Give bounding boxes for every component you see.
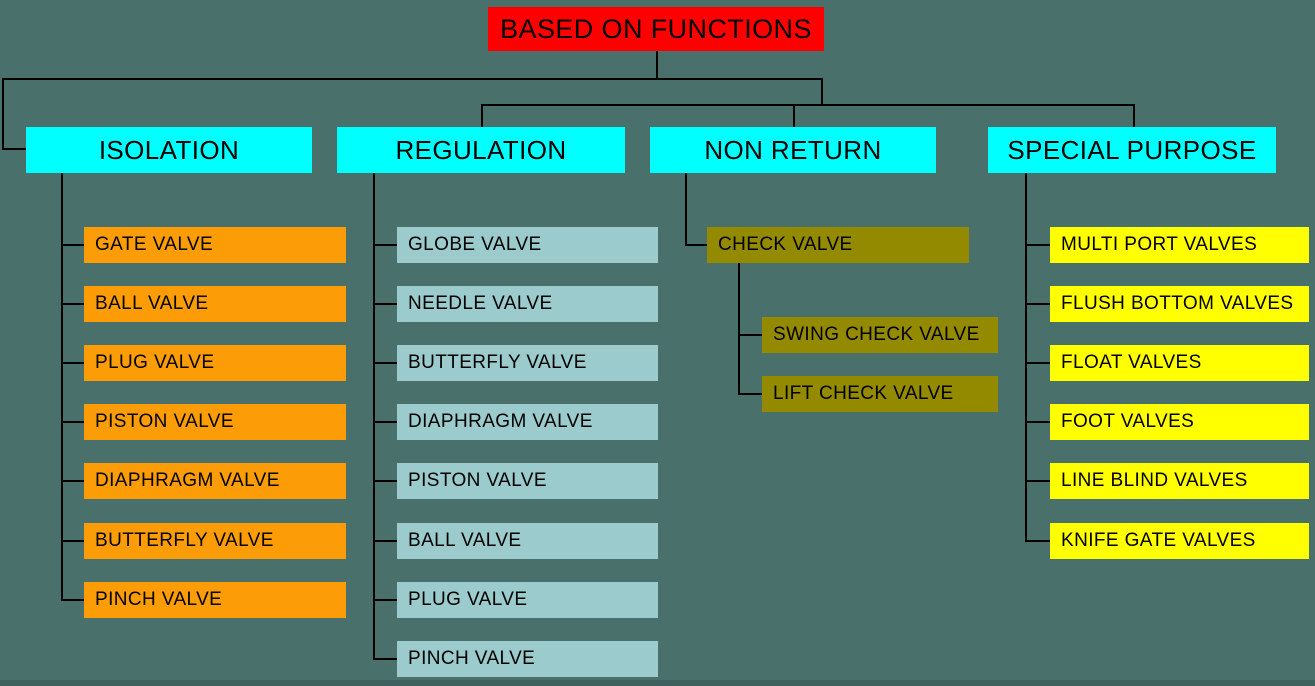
branch-isolation-6 xyxy=(61,540,84,542)
branch-isolation-5 xyxy=(61,480,84,482)
branch-regulation-8 xyxy=(373,658,397,660)
trunk-isolation xyxy=(61,173,63,601)
connector-upper-to-lower xyxy=(821,78,823,106)
branch-special-1 xyxy=(1025,244,1050,246)
leaf-isolation-gate-valve: GATE VALVE xyxy=(84,227,346,263)
leaf-isolation-plug-valve: PLUG VALVE xyxy=(84,345,346,381)
leaf-isolation-pinch-valve: PINCH VALVE xyxy=(84,582,346,618)
leaf-special-line-blind-valves: LINE BLIND VALVES xyxy=(1050,463,1309,499)
category-header-regulation: REGULATION xyxy=(337,127,625,173)
leaf-special-knife-gate-valves: KNIFE GATE VALVES xyxy=(1050,523,1309,559)
leaf-isolation-butterfly-valve: BUTTERFLY VALVE xyxy=(84,523,346,559)
leaf-regulation-butterfly-valve: BUTTERFLY VALVE xyxy=(397,345,658,381)
leaf-regulation-plug-valve: PLUG VALVE xyxy=(397,582,658,618)
branch-regulation-1 xyxy=(373,244,397,246)
connector-elbow-isolation xyxy=(2,148,28,150)
connector-root-stem xyxy=(656,51,658,79)
branch-regulation-4 xyxy=(373,421,397,423)
leaf-lift-check-valve: LIFT CHECK VALVE xyxy=(762,376,998,412)
leaf-regulation-diaphragm-valve: DIAPHRAGM VALVE xyxy=(397,404,658,440)
connector-drop-isolation xyxy=(2,78,4,150)
connector-lower-bar xyxy=(481,104,1135,106)
connector-drop-regulation xyxy=(481,104,483,129)
branch-regulation-3 xyxy=(373,362,397,364)
branch-special-4 xyxy=(1025,421,1050,423)
trunk-regulation xyxy=(373,173,375,660)
connector-upper-bar xyxy=(2,78,823,80)
leaf-special-flush-bottom-valves: FLUSH BOTTOM VALVES xyxy=(1050,286,1309,322)
branch-regulation-7 xyxy=(373,599,397,601)
branch-special-6 xyxy=(1025,540,1050,542)
trunk-special-purpose xyxy=(1025,173,1027,542)
branch-special-3 xyxy=(1025,362,1050,364)
category-header-special-purpose: SPECIAL PURPOSE xyxy=(988,127,1276,173)
branch-isolation-7 xyxy=(61,599,84,601)
trunk-non-return xyxy=(685,173,687,245)
branch-special-5 xyxy=(1025,480,1050,482)
leaf-non-return-check-valve: CHECK VALVE xyxy=(707,227,969,263)
leaf-regulation-pinch-valve: PINCH VALVE xyxy=(397,641,658,677)
connector-drop-special-purpose xyxy=(1133,104,1135,129)
leaf-special-float-valves: FLOAT VALVES xyxy=(1050,345,1309,381)
branch-isolation-2 xyxy=(61,303,84,305)
leaf-special-multi-port-valves: MULTI PORT VALVES xyxy=(1050,227,1309,263)
bottom-edge-strip xyxy=(0,680,1315,686)
leaf-isolation-piston-valve: PISTON VALVE xyxy=(84,404,346,440)
branch-isolation-4 xyxy=(61,421,84,423)
leaf-regulation-needle-valve: NEEDLE VALVE xyxy=(397,286,658,322)
leaf-special-foot-valves: FOOT VALVES xyxy=(1050,404,1309,440)
branch-isolation-3 xyxy=(61,362,84,364)
branch-isolation-1 xyxy=(61,244,84,246)
leaf-regulation-ball-valve: BALL VALVE xyxy=(397,523,658,559)
leaf-regulation-piston-valve: PISTON VALVE xyxy=(397,463,658,499)
branch-regulation-5 xyxy=(373,480,397,482)
branch-check-valve-sub-2 xyxy=(738,393,762,395)
trunk-check-valve-subtree xyxy=(738,263,740,395)
root-node-based-on-functions: BASED ON FUNCTIONS xyxy=(488,7,824,51)
leaf-isolation-diaphragm-valve: DIAPHRAGM VALVE xyxy=(84,463,346,499)
category-header-isolation: ISOLATION xyxy=(26,127,312,173)
branch-regulation-6 xyxy=(373,540,397,542)
branch-regulation-2 xyxy=(373,303,397,305)
connector-drop-non-return xyxy=(793,104,795,129)
leaf-isolation-ball-valve: BALL VALVE xyxy=(84,286,346,322)
branch-check-valve-sub-1 xyxy=(738,334,762,336)
leaf-regulation-globe-valve: GLOBE VALVE xyxy=(397,227,658,263)
leaf-swing-check-valve: SWING CHECK VALVE xyxy=(762,317,998,353)
branch-special-2 xyxy=(1025,303,1050,305)
category-header-non-return: NON RETURN xyxy=(650,127,936,173)
branch-non-return-1 xyxy=(685,244,707,246)
